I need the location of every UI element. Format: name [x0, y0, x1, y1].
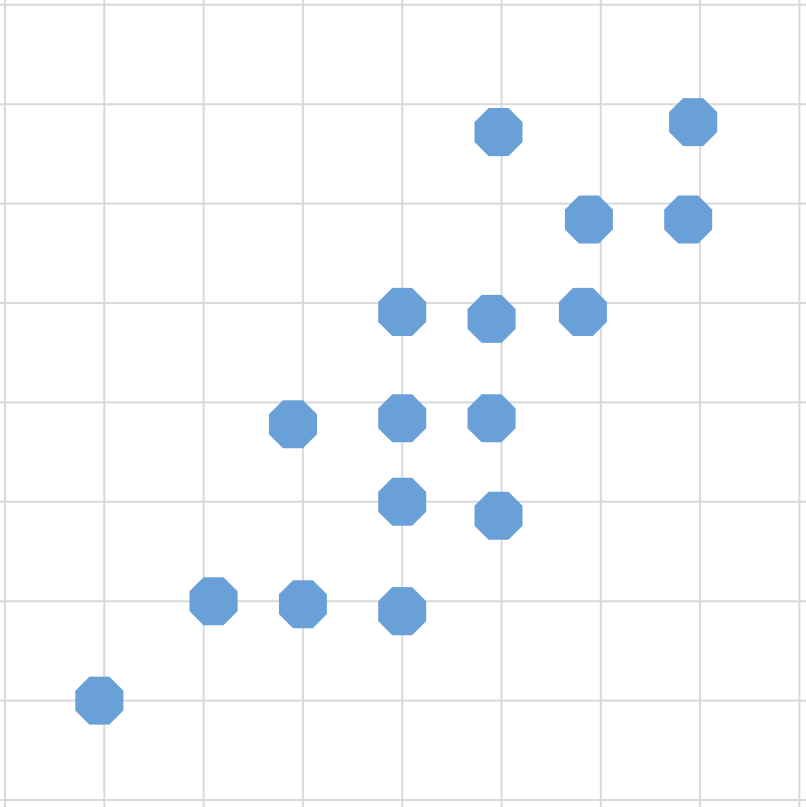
- data-point: [664, 195, 713, 244]
- data-point: [467, 294, 516, 343]
- data-point: [558, 287, 607, 336]
- data-point: [378, 287, 427, 336]
- data-point: [378, 477, 427, 526]
- data-point: [467, 394, 516, 443]
- data-point: [189, 577, 238, 626]
- data-point: [669, 98, 718, 147]
- data-point: [474, 108, 523, 157]
- data-point: [268, 400, 317, 449]
- data-point: [378, 587, 427, 636]
- data-point: [75, 676, 124, 725]
- data-points: [75, 98, 718, 725]
- data-point: [474, 491, 523, 540]
- data-point: [378, 394, 427, 443]
- data-point: [564, 195, 613, 244]
- data-point: [278, 580, 327, 629]
